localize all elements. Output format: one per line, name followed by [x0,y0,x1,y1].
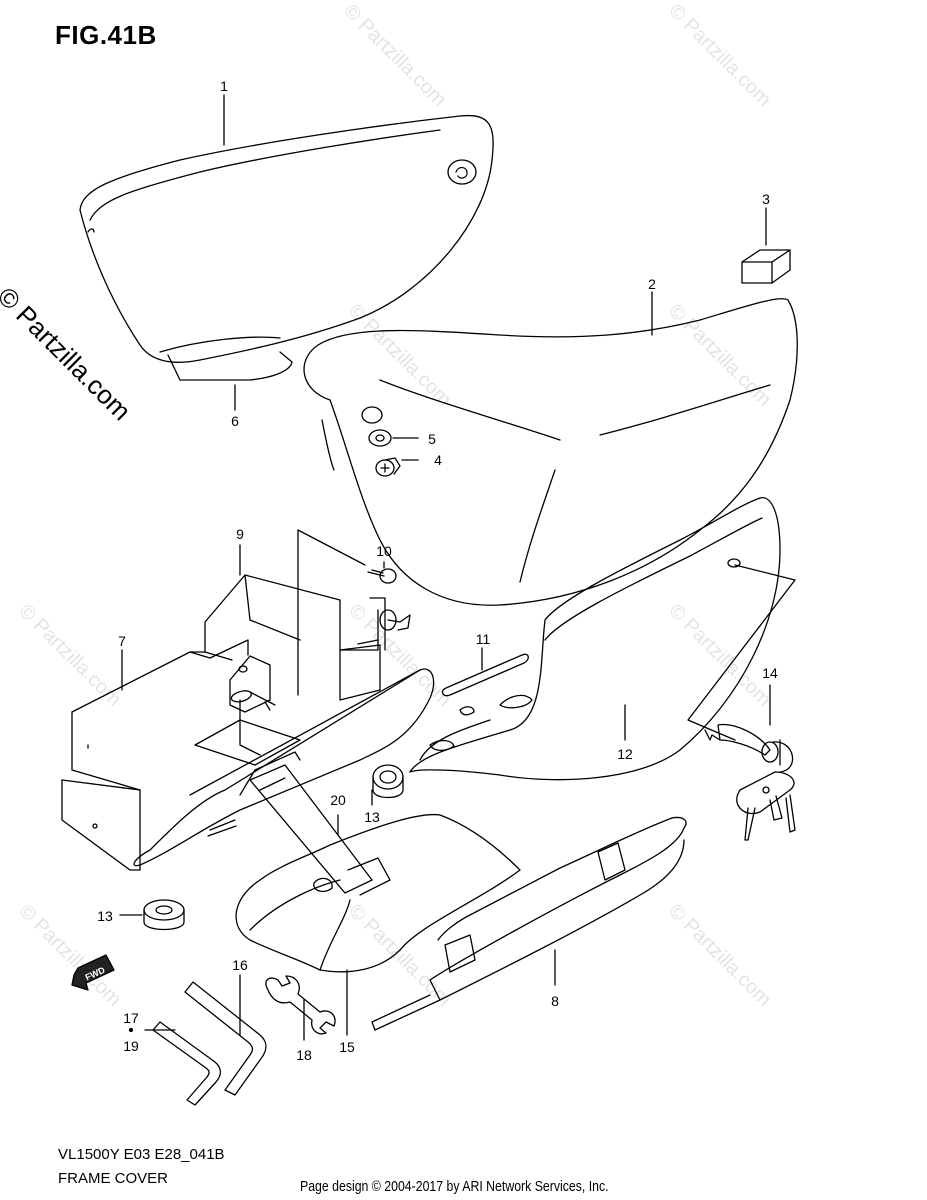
callout-4[interactable]: 4 [434,452,442,468]
leader-dot [128,1027,134,1033]
leader-line [687,564,796,741]
part-1-frame-cover[interactable] [79,114,494,381]
part-2-frame-cover[interactable] [303,298,798,606]
callout-1[interactable]: 1 [220,78,228,94]
part-13-grommet-loose[interactable] [143,899,185,931]
callout-5[interactable]: 5 [428,431,436,447]
part-8-lower-cover[interactable] [371,816,687,1031]
callout-2[interactable]: 2 [648,276,656,292]
callout-7[interactable]: 7 [118,633,126,649]
part-20-strap[interactable] [239,751,391,896]
part-15-tool-bag[interactable] [235,813,521,973]
part-7-battery-box[interactable] [61,574,379,871]
section-name: FRAME COVER [58,1170,169,1187]
callout-10[interactable]: 10 [376,543,392,559]
callout-17[interactable]: 17 [123,1010,139,1026]
callout-6[interactable]: 6 [231,413,239,429]
part-11-seal-strip[interactable] [441,653,529,697]
callout-3[interactable]: 3 [762,191,770,207]
leader-line [297,529,366,566]
callout-9[interactable]: 9 [236,526,244,542]
callout-12[interactable]: 12 [617,746,633,762]
part-16-hex-wrench[interactable] [184,981,267,1096]
callout-8[interactable]: 8 [551,993,559,1009]
part-14-lock-set[interactable] [704,723,796,841]
part-12-side-cover[interactable] [409,497,781,781]
callout-13[interactable]: 13 [364,809,380,825]
model-code: VL1500Y E03 E28_041B [58,1146,225,1163]
part-13-grommet[interactable] [372,764,404,799]
callout-15[interactable]: 15 [339,1039,355,1055]
part-3-cushion[interactable] [741,249,791,284]
callout-19[interactable]: 19 [123,1038,139,1054]
part-17-hex-wrench[interactable] [152,1021,222,1106]
part-9-bracket[interactable] [229,597,386,756]
fwd-direction-badge: FWD [71,954,115,991]
part-10-bolt[interactable] [367,568,411,631]
callout-13-lower[interactable]: 13 [97,908,113,924]
callout-14[interactable]: 14 [762,665,778,681]
part-tray[interactable] [133,668,435,867]
part-18-spanner[interactable] [265,975,336,1035]
part-4-screw[interactable] [375,457,401,477]
copyright-notice: Page design © 2004-2017 by ARI Network S… [300,1178,609,1195]
part-5-washer[interactable] [361,406,392,447]
callout-20[interactable]: 20 [330,792,346,808]
figure-title: FIG.41B [55,20,157,50]
callout-16[interactable]: 16 [232,957,248,973]
callout-18[interactable]: 18 [296,1047,312,1063]
callout-11[interactable]: 11 [475,631,491,647]
